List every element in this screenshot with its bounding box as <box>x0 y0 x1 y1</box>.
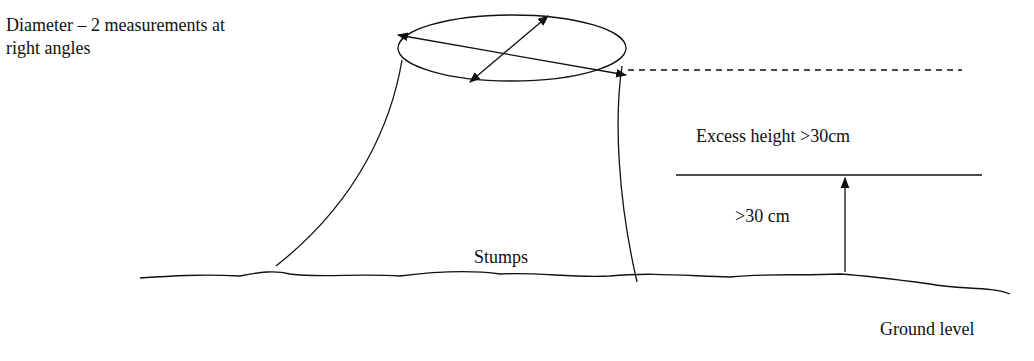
height-arrow <box>844 178 845 272</box>
ground-line <box>140 272 1010 294</box>
diameter-arrow <box>470 16 548 82</box>
dimension-label: Excess height >30cm <box>694 125 852 148</box>
dimension-label: Diameter – 2 measurements at right angle… <box>4 14 263 59</box>
dimension-label: >30 cm <box>733 205 792 228</box>
diameter-arrow <box>398 35 626 75</box>
part-label: Stumps <box>472 246 530 269</box>
stump-right-side <box>618 66 637 282</box>
ground-label: Ground level <box>878 318 976 341</box>
height-mark-line <box>676 174 982 175</box>
stump-top <box>398 15 626 81</box>
stump-left-side <box>276 60 402 266</box>
top-level-line <box>628 69 962 70</box>
